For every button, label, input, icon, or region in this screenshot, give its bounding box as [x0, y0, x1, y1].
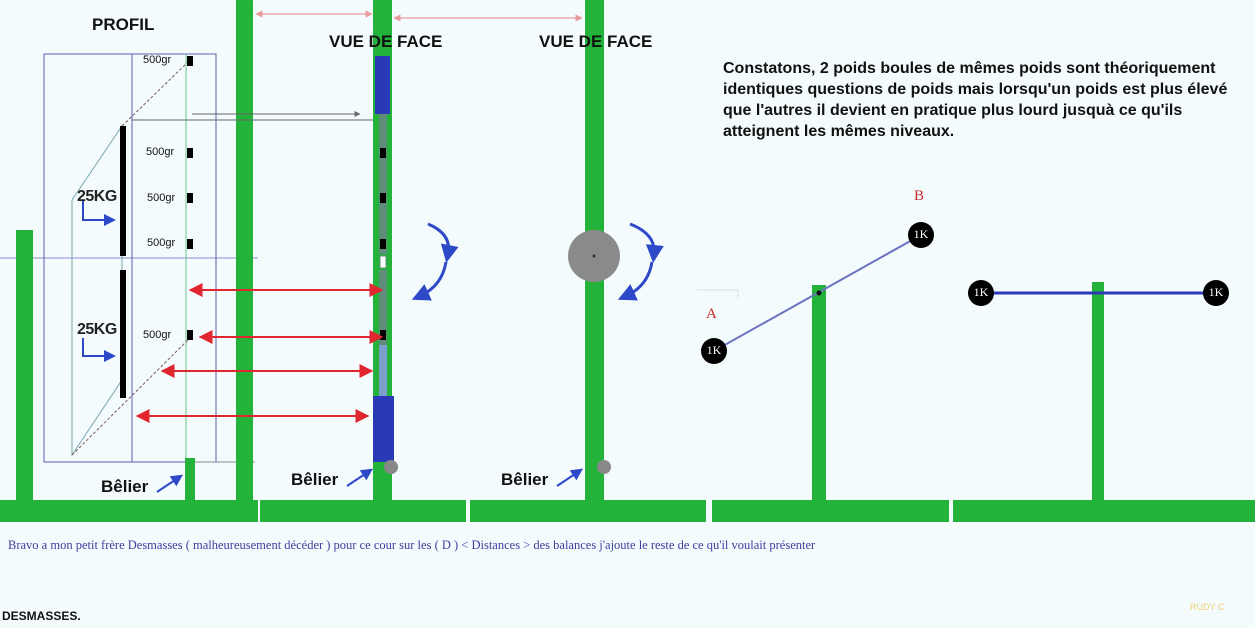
ground-base: [0, 500, 258, 522]
balance-post: [1092, 282, 1104, 505]
kg-label: 25KG: [77, 321, 117, 338]
weight-marker: [187, 56, 193, 66]
rod-marker: [380, 148, 386, 158]
tilted-balance-panel: [697, 222, 949, 522]
weight-label: 500gr: [147, 237, 176, 249]
bottom-weight-block: [373, 396, 394, 462]
lower-rod: [379, 270, 387, 345]
ground-base: [260, 500, 466, 522]
disc-center: [592, 254, 596, 258]
ball-a: [701, 338, 727, 364]
kg-direction-arrow: [82, 338, 116, 362]
profile-panel: [0, 0, 258, 522]
rod-marker: [380, 239, 386, 249]
ram-label: Bêlier: [101, 477, 149, 496]
profile-title: PROFIL: [92, 15, 155, 34]
credit-text: RUDY C: [1190, 602, 1225, 612]
ram-head: [597, 460, 611, 474]
upper-rod: [379, 114, 387, 254]
signature: DESMASSES.: [2, 609, 81, 623]
weight-marker: [187, 330, 193, 340]
beam-pivot: [816, 290, 822, 296]
ball-left-label: 1K: [973, 285, 989, 299]
pivot-gap: [379, 255, 387, 269]
ram-pointer-icon: [156, 474, 183, 493]
point-a-label: A: [706, 306, 717, 322]
ball-a-label: 1K: [706, 343, 722, 357]
lower-rod-blue: [379, 345, 387, 397]
ball-right: [1203, 280, 1229, 306]
weight-label: 500gr: [143, 329, 172, 341]
ram-label: Bêlier: [291, 470, 339, 489]
kg-direction-arrow: [82, 200, 116, 226]
ram-pointer-icon: [556, 468, 583, 487]
ball-left: [968, 280, 994, 306]
rotation-arrow-icon: [427, 222, 459, 263]
point-b-label: B: [914, 188, 925, 204]
front-view-panel-1: [260, 0, 466, 522]
rotation-arrow-icon: [629, 222, 664, 263]
front-view-title: VUE DE FACE: [539, 32, 653, 51]
ram-label: Bêlier: [501, 470, 549, 489]
upper-incline: [121, 59, 191, 127]
ground-base: [953, 500, 1255, 522]
rotation-arrow-icon: [411, 261, 448, 301]
caption-text: Bravo a mon petit frère Desmasses ( malh…: [8, 538, 816, 552]
weight-marker: [187, 239, 193, 249]
level-balance-panel: [953, 280, 1255, 522]
ram-head: [384, 460, 398, 474]
tall-post: [236, 0, 253, 505]
lower-incline: [71, 337, 191, 456]
weight-label: 500gr: [147, 192, 176, 204]
weight-label: 500gr: [143, 54, 172, 66]
front-view-title: VUE DE FACE: [329, 32, 443, 51]
ball-b: [908, 222, 934, 248]
front-view-panel-2: [470, 0, 706, 522]
upper-25kg-bar: [120, 126, 126, 256]
ram-post: [185, 458, 195, 503]
lower-25kg-bar: [120, 270, 126, 398]
weight-marker: [187, 148, 193, 158]
weight-label: 500gr: [146, 146, 175, 158]
kg-label: 25KG: [77, 188, 117, 205]
top-weight-block: [375, 56, 390, 114]
balance-post: [812, 285, 826, 505]
weight-marker: [187, 193, 193, 203]
rod-marker: [380, 193, 386, 203]
profile-frame: [43, 53, 217, 463]
ground-base: [470, 500, 706, 522]
explanation-note: Constatons, 2 poids boules de mêmes poid…: [723, 60, 1228, 140]
ram-pointer-icon: [346, 468, 373, 487]
ball-b-label: 1K: [913, 227, 929, 241]
ball-right-label: 1K: [1208, 285, 1224, 299]
rotation-arrow-icon: [617, 261, 654, 301]
ground-base: [712, 500, 949, 522]
short-post: [16, 230, 33, 505]
